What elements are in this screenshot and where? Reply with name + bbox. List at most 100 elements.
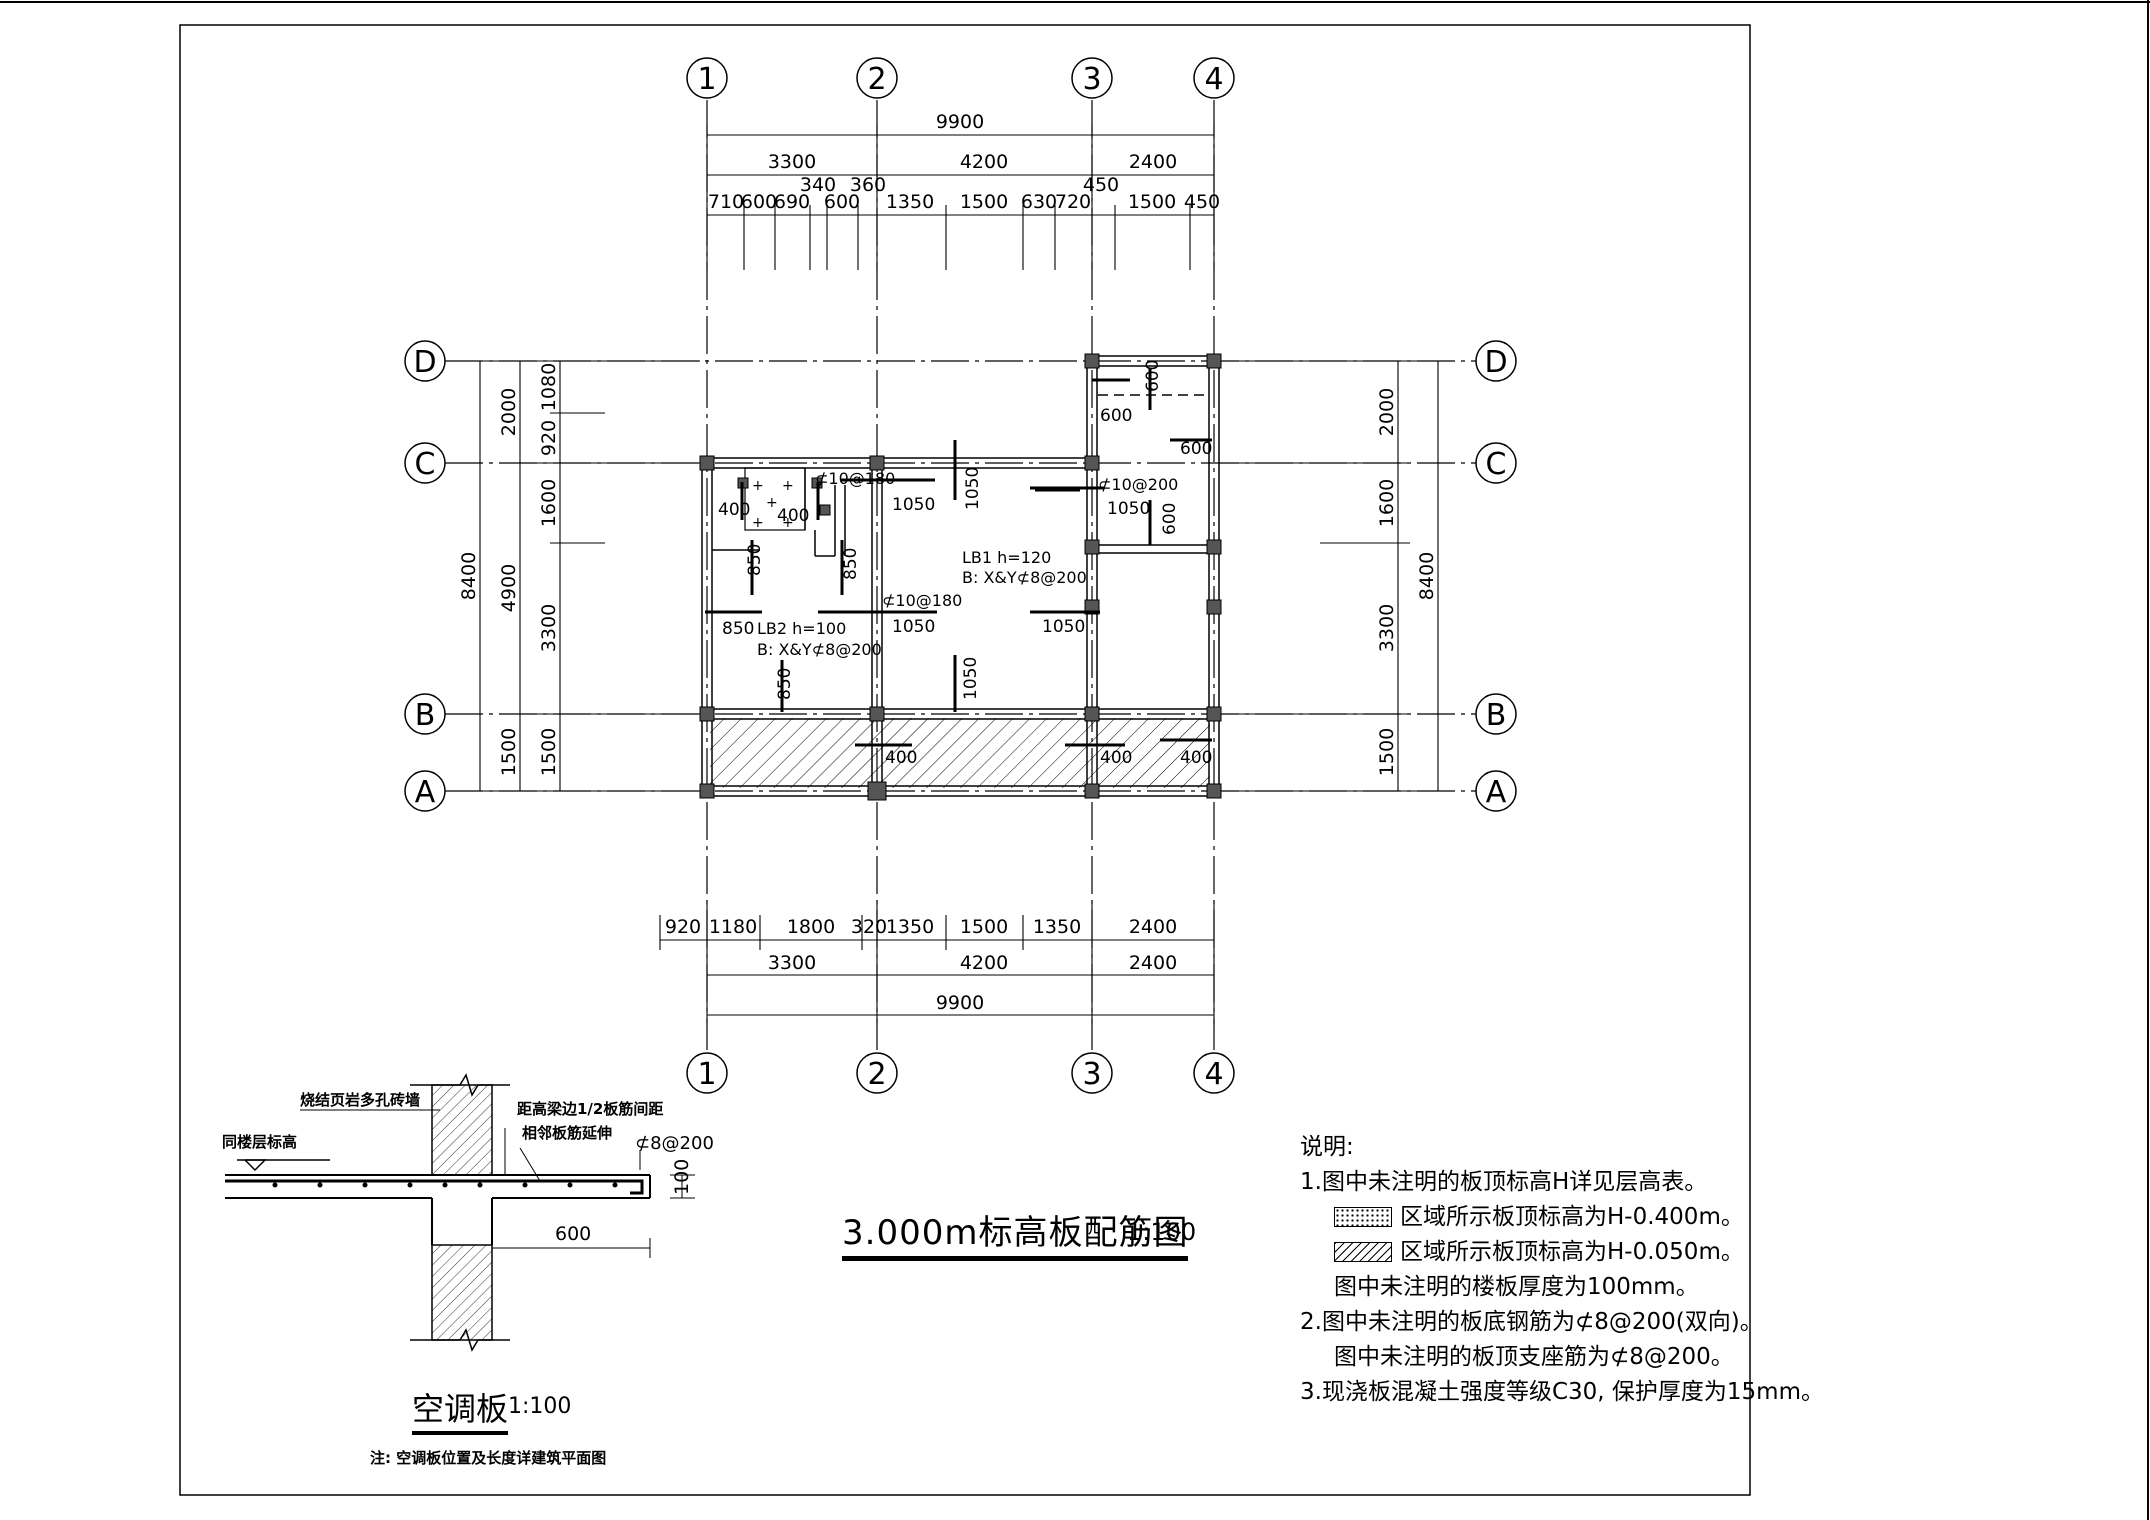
drawing-title: 3.000m标高板配筋图	[842, 1205, 1189, 1261]
dims-top-text: 9900 3300 4200 2400 710 600 690 600 1350…	[708, 111, 1220, 213]
hatched-zone	[710, 718, 1210, 788]
axis-bubble-row-D-left: D	[404, 340, 446, 382]
rebar-spec-labels: ⊄10@180 ⊄10@200 ⊄10@180	[815, 469, 1178, 610]
svg-text:4900: 4900	[498, 564, 520, 612]
svg-text:+: +	[766, 495, 778, 511]
svg-text:920: 920	[665, 916, 701, 938]
svg-text:D: D	[413, 345, 436, 380]
rebar-length-labels: 400 400 850 850 850 850 1050 1050 1050 1…	[718, 360, 1212, 768]
svg-text:8400: 8400	[458, 552, 480, 600]
svg-text:100: 100	[671, 1159, 693, 1195]
svg-text:630: 630	[1021, 191, 1057, 213]
detail-title: 空调板	[412, 1384, 509, 1435]
dims-bottom	[659, 900, 1215, 1025]
svg-text:2400: 2400	[1129, 916, 1177, 938]
svg-text:400: 400	[885, 748, 917, 768]
svg-text:4: 4	[1204, 1057, 1223, 1092]
svg-text:340: 340	[800, 174, 836, 196]
svg-text:600: 600	[1100, 406, 1132, 426]
svg-text:⊄10@200: ⊄10@200	[1098, 475, 1178, 494]
dims-left	[470, 360, 700, 792]
svg-text:710: 710	[708, 191, 744, 213]
dotted-swatch-icon	[1334, 1207, 1392, 1227]
svg-text:850: 850	[841, 548, 861, 580]
svg-text:A: A	[1486, 775, 1507, 810]
axis-bubble-row-B-left: B	[404, 693, 446, 735]
svg-text:1050: 1050	[963, 467, 983, 510]
axis-bubble-col-2-bottom: 2	[856, 1052, 898, 1094]
svg-text:1600: 1600	[538, 479, 560, 527]
dims-bottom-text: 920 1180 1800 320 1350 1500 1350 2400 33…	[665, 916, 1177, 1014]
svg-text:720: 720	[1055, 191, 1091, 213]
svg-text:2400: 2400	[1129, 151, 1177, 173]
notes-block: 说明: 1.图中未注明的板顶标高H详见层高表。 区域所示板顶标高为H-0.400…	[1300, 1130, 1824, 1410]
svg-text:600: 600	[1160, 503, 1180, 535]
axis-bubble-col-3-bottom: 3	[1071, 1052, 1113, 1094]
svg-text:1050: 1050	[961, 657, 981, 700]
axis-bubble-row-B-right: B	[1475, 693, 1517, 735]
svg-text:3300: 3300	[768, 952, 816, 974]
svg-text:+: +	[752, 478, 764, 494]
note-2a: 图中未注明的板顶支座筋为⊄8@200。	[1334, 1344, 1734, 1370]
svg-text:450: 450	[1083, 174, 1119, 196]
svg-text:1800: 1800	[787, 916, 835, 938]
svg-text:360: 360	[850, 174, 886, 196]
svg-text:600: 600	[555, 1223, 591, 1245]
svg-text:C: C	[415, 447, 436, 482]
svg-text:1500: 1500	[960, 191, 1008, 213]
detail-scale: 1:100	[508, 1394, 572, 1419]
axis-bubbles: 1 2 3 4 1 2 3 4 D C B A D C B A	[404, 57, 1517, 1094]
svg-text:8400: 8400	[1416, 552, 1438, 600]
svg-text:⊄10@180: ⊄10@180	[815, 469, 895, 488]
svg-text:B: B	[1486, 698, 1507, 733]
svg-text:1180: 1180	[709, 916, 757, 938]
svg-text:1050: 1050	[1107, 499, 1150, 519]
svg-text:1080: 1080	[538, 363, 560, 411]
svg-text:LB2 h=100: LB2 h=100	[757, 619, 846, 638]
svg-text:450: 450	[1184, 191, 1220, 213]
svg-text:⊄10@180: ⊄10@180	[882, 591, 962, 610]
svg-text:400: 400	[718, 500, 750, 520]
svg-text:LB1 h=120: LB1 h=120	[962, 548, 1051, 567]
rebar-bars	[705, 368, 1212, 747]
svg-text:600: 600	[741, 191, 777, 213]
svg-text:B: B	[415, 698, 436, 733]
svg-text:400: 400	[1100, 748, 1132, 768]
detail-extend-label: 相邻板筋延伸	[522, 1124, 613, 1142]
svg-text:9900: 9900	[936, 992, 984, 1014]
svg-text:C: C	[1486, 447, 1507, 482]
svg-text:B: X&Y⊄8@200: B: X&Y⊄8@200	[757, 640, 882, 659]
notes-heading: 说明:	[1300, 1134, 1354, 1160]
svg-text:1500: 1500	[1376, 728, 1398, 776]
svg-text:1350: 1350	[886, 916, 934, 938]
svg-text:+: +	[782, 478, 794, 494]
note-1c: 图中未注明的楼板厚度为100mm。	[1334, 1274, 1699, 1300]
svg-text:1050: 1050	[892, 617, 935, 637]
svg-text:4: 4	[1204, 62, 1223, 97]
axis-bubble-col-2-top: 2	[856, 57, 898, 99]
svg-text:1050: 1050	[1042, 617, 1085, 637]
svg-text:3300: 3300	[1376, 604, 1398, 652]
axis-bubble-row-C-right: C	[1475, 442, 1517, 484]
ac-slab-dim-text: 100 600	[555, 1159, 693, 1245]
ac-slab-detail	[225, 1073, 695, 1352]
axis-bubble-row-A-right: A	[1475, 770, 1517, 812]
detail-note: 注: 空调板位置及长度详建筑平面图	[370, 1449, 607, 1467]
axis-bubble-col-1-top: 1	[686, 57, 728, 99]
axis-bubble-col-4-bottom: 4	[1193, 1052, 1235, 1094]
svg-text:D: D	[1484, 345, 1507, 380]
svg-text:1500: 1500	[960, 916, 1008, 938]
svg-text:1500: 1500	[538, 728, 560, 776]
axis-bubble-col-4-top: 4	[1193, 57, 1235, 99]
svg-text:3: 3	[1082, 62, 1101, 97]
svg-text:320: 320	[851, 916, 887, 938]
dims-right	[1222, 360, 1448, 792]
svg-text:1500: 1500	[498, 728, 520, 776]
svg-text:+: +	[752, 515, 764, 531]
dims-left-text: 8400 2000 4900 1500 1080 920 1600 3300 1…	[458, 363, 560, 776]
svg-text:1: 1	[697, 1057, 716, 1092]
svg-text:690: 690	[774, 191, 810, 213]
axis-bubble-row-C-left: C	[404, 442, 446, 484]
svg-text:4200: 4200	[960, 151, 1008, 173]
